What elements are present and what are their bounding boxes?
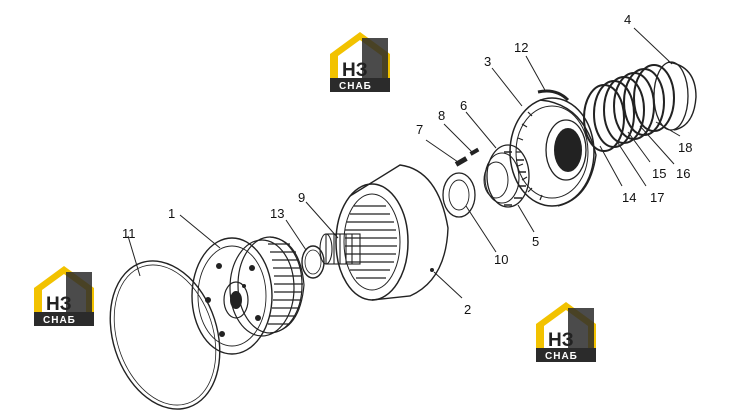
part-11-snap-ring <box>109 260 221 410</box>
part-1-carrier <box>191 236 305 355</box>
leader-lines <box>127 27 681 299</box>
callout-18: 18 <box>678 140 692 155</box>
part-12-ring <box>537 89 570 102</box>
svg-text:НЗ: НЗ <box>46 294 72 315</box>
callout-3: 3 <box>484 54 491 69</box>
part-4-piston <box>653 61 697 131</box>
part-13-ring <box>301 245 325 279</box>
callout-14: 14 <box>622 190 636 205</box>
part-2-ring-gear <box>335 164 449 301</box>
svg-text:СНАБ: СНАБ <box>545 351 578 362</box>
callout-2: 2 <box>464 302 471 317</box>
callout-13: 13 <box>270 206 284 221</box>
svg-text:НЗ: НЗ <box>548 330 574 351</box>
callout-4: 4 <box>624 12 631 27</box>
part-3-hub <box>509 97 597 207</box>
callout-12: 12 <box>514 40 528 55</box>
svg-text:СНАБ: СНАБ <box>339 81 372 92</box>
callouts: 1 2 3 4 5 6 7 8 9 10 11 12 13 14 15 16 1… <box>122 12 692 317</box>
callout-16: 16 <box>676 166 690 181</box>
callout-9: 9 <box>298 190 305 205</box>
callout-10: 10 <box>494 252 508 267</box>
callout-7: 7 <box>416 122 423 137</box>
svg-text:СНАБ: СНАБ <box>43 315 76 326</box>
callout-17: 17 <box>650 190 664 205</box>
part-5-6-bearing <box>483 144 530 208</box>
callout-15: 15 <box>652 166 666 181</box>
callout-5: 5 <box>532 234 539 249</box>
part-7-8-pins <box>454 147 480 167</box>
callout-11: 11 <box>122 226 136 241</box>
callout-8: 8 <box>438 108 445 123</box>
callout-6: 6 <box>460 98 467 113</box>
watermark-logo-left: НЗ СНАБ <box>34 266 94 326</box>
callout-1: 1 <box>168 206 175 221</box>
part-14-18-clutch-pack <box>583 64 675 152</box>
watermark-logo-top: НЗ СНАБ <box>330 32 390 92</box>
svg-text:НЗ: НЗ <box>342 60 368 81</box>
watermark-logo-right: НЗ СНАБ <box>536 302 596 362</box>
part-10-washer <box>442 172 476 218</box>
